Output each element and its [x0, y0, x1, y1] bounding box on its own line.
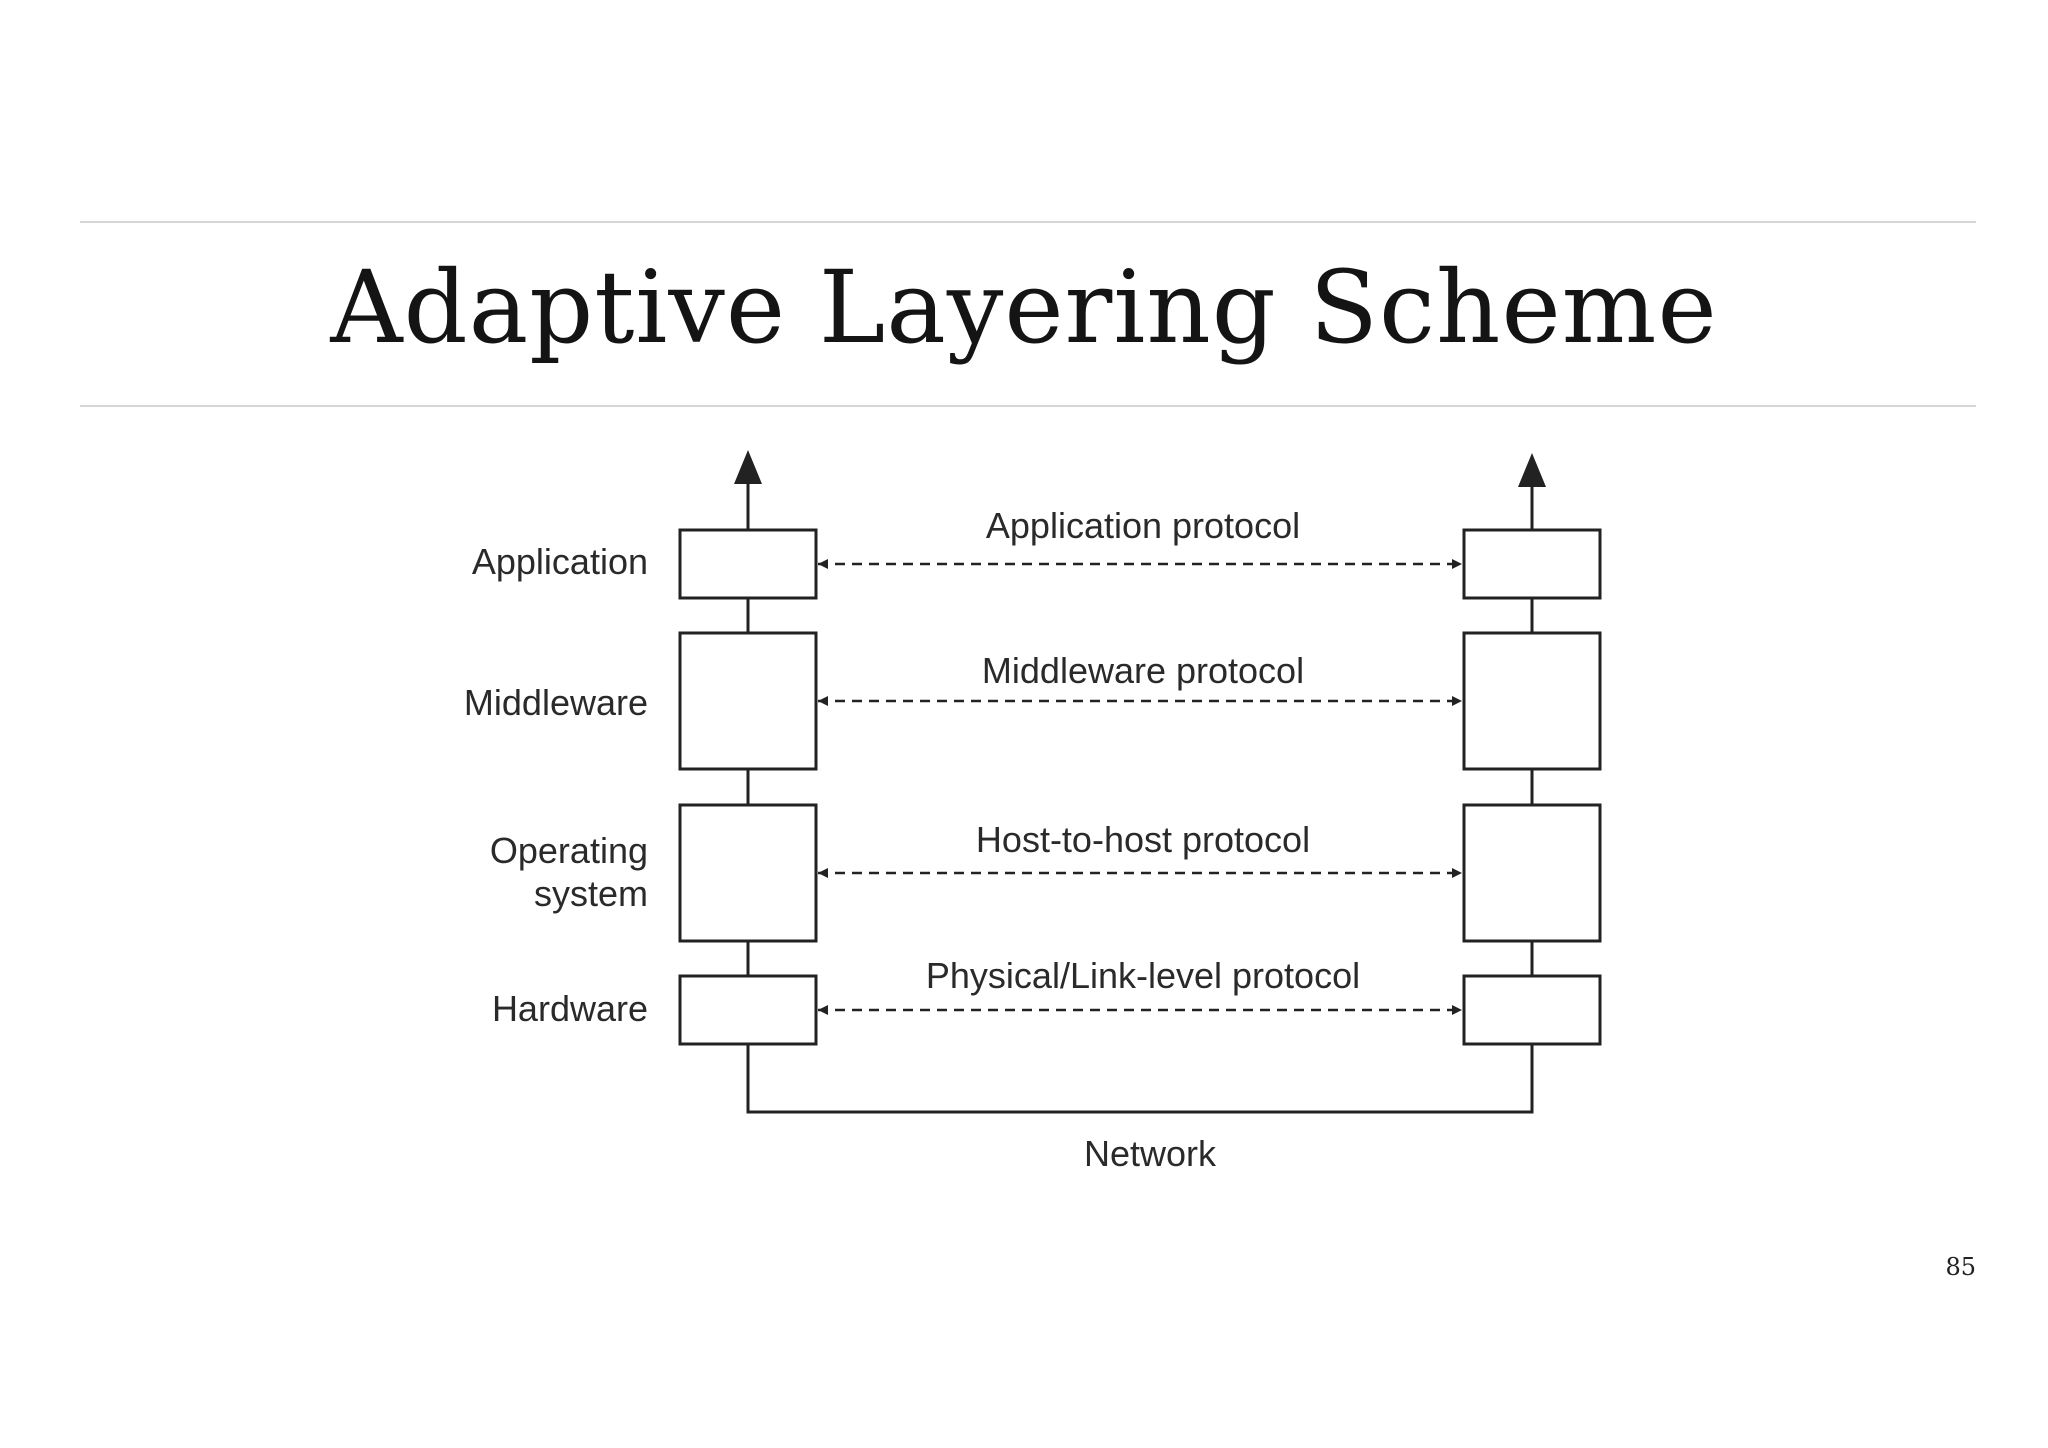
layer-label-hardware: Hardware: [492, 988, 648, 1029]
protocol-label-application: Application protocol: [986, 505, 1300, 546]
protocol-label-middleware: Middleware protocol: [982, 650, 1304, 691]
slide-title: Adaptive Layering Scheme: [330, 249, 1718, 366]
right-os-box: [1462, 803, 1602, 943]
right-hardware-box: [1462, 974, 1602, 1046]
right-middleware-box: [1462, 631, 1602, 771]
network-line: [746, 1044, 1534, 1114]
network-label: Network: [1084, 1133, 1217, 1174]
left-middleware-box: [678, 631, 818, 771]
page-number: 85: [1945, 1253, 1976, 1281]
left-application-box: [678, 528, 818, 600]
left-up-arrowhead: [734, 450, 762, 484]
left-hardware-box: [678, 974, 818, 1046]
protocol-label-host-to-host: Host-to-host protocol: [976, 819, 1310, 860]
right-application-box: [1462, 528, 1602, 600]
right-up-arrowhead: [1518, 453, 1546, 487]
layer-label-operating: Operating: [490, 830, 648, 871]
bottom-rule: [80, 405, 1976, 407]
layer-label-application: Application: [472, 541, 648, 582]
left-os-box: [678, 803, 818, 943]
layer-label-system: system: [534, 873, 648, 914]
layer-label-middleware: Middleware: [464, 682, 648, 723]
protocol-label-physical-link: Physical/Link-level protocol: [926, 955, 1360, 996]
top-rule: [80, 221, 1976, 223]
